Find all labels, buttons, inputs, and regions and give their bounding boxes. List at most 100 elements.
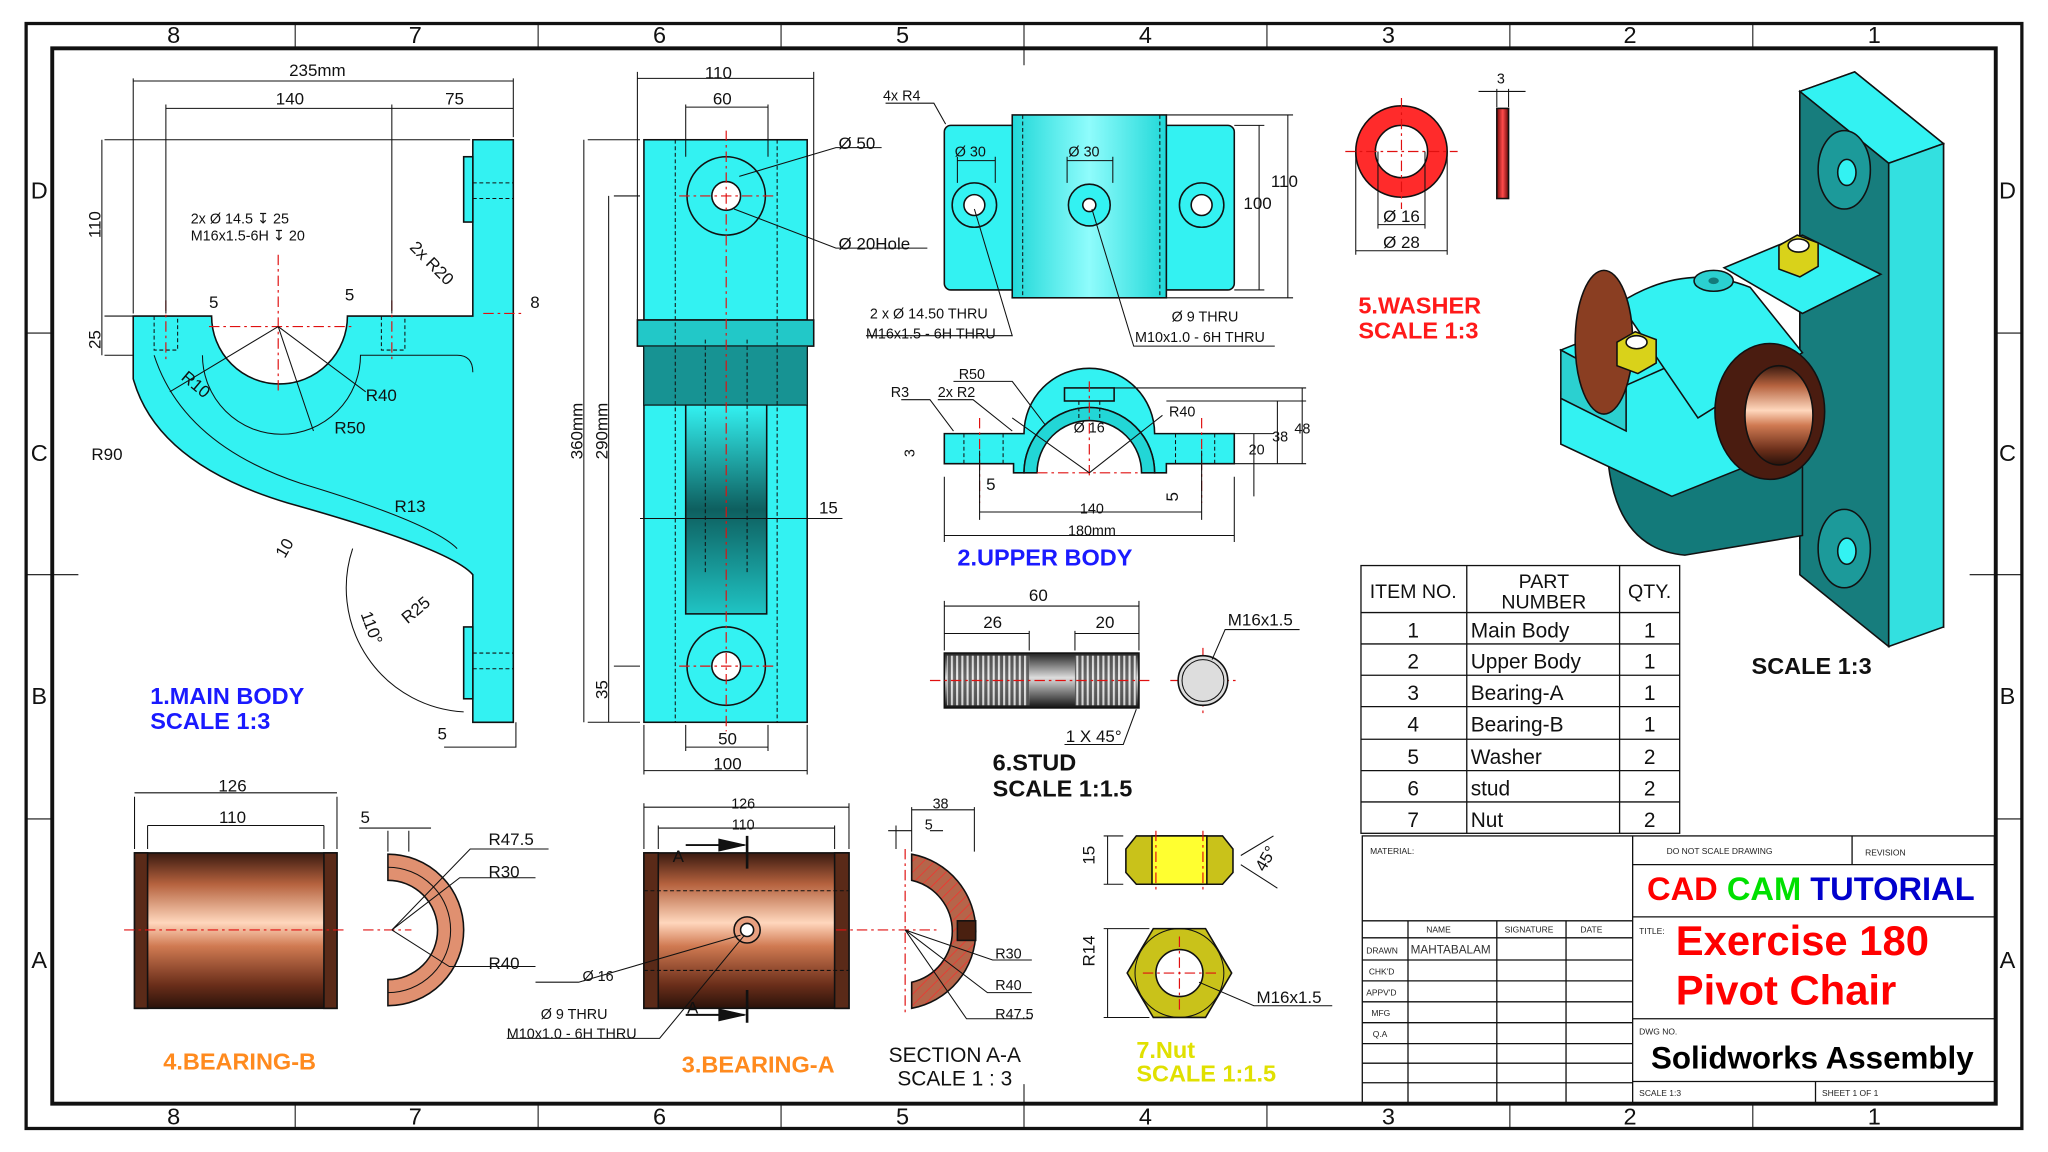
dimension-label: 5	[925, 817, 933, 833]
dwg-no-label: DWG NO.	[1639, 1026, 1677, 1036]
bom-qty: 1	[1644, 713, 1656, 736]
dimension-label: Ø 50	[839, 134, 876, 153]
sheet-number: SHEET 1 OF 1	[1822, 1088, 1879, 1098]
view-scale: SCALE 1:1.5	[1136, 1060, 1276, 1086]
dimension-label: R40	[488, 954, 519, 973]
column-header: DATE	[1580, 925, 1602, 935]
dimension-label: R40	[366, 386, 397, 405]
bom-qty: 1	[1644, 619, 1656, 642]
zone-row-label: C	[1999, 440, 2016, 466]
zone-col-label: 4	[1139, 1104, 1152, 1130]
bom-qty: 1	[1644, 651, 1656, 674]
hole-callout: Ø 9 THRU	[1172, 309, 1239, 325]
dimension-label: 2x R20	[406, 238, 457, 289]
zone-col-label: 1	[1868, 22, 1881, 48]
row-label: Q.A	[1373, 1029, 1388, 1039]
zone-row-label: A	[2000, 947, 2016, 973]
hole-callout: 2x Ø 14.5 ↧ 25	[191, 211, 289, 227]
dimension-label: 15	[819, 498, 838, 517]
dimension-label: 60	[713, 89, 732, 108]
dimension-label: 5	[345, 285, 354, 304]
dimension-label: 10	[272, 535, 298, 561]
dimension-label: 5	[360, 808, 369, 827]
brand-cam: CAM	[1727, 870, 1801, 907]
bom-item: 2	[1407, 651, 1419, 674]
dimension-label: M16x1.5	[1228, 611, 1293, 630]
bom-item: 4	[1407, 713, 1419, 736]
dimension-label: 5	[986, 475, 995, 494]
dimension-label: R47.5	[488, 830, 533, 849]
row-label: APPV'D	[1366, 987, 1396, 997]
zone-col-label: 2	[1624, 22, 1637, 48]
view-scale: SCALE 1:3	[1752, 653, 1872, 679]
dimension-label: Ø 28	[1383, 233, 1420, 252]
zone-col-label: 5	[896, 1104, 909, 1130]
zone-col-label: 4	[1139, 22, 1152, 48]
dimension-label: 75	[445, 89, 464, 108]
zone-col-label: 2	[1624, 1104, 1637, 1130]
dimension-label: R14	[1080, 935, 1099, 966]
dimension-label: 110	[705, 63, 732, 82]
zone-col-label: 8	[167, 22, 180, 48]
zone-row-label: B	[2000, 683, 2016, 709]
bom-header-part: PART	[1519, 571, 1569, 593]
bom-item: 1	[1407, 619, 1419, 642]
bom-part: stud	[1471, 777, 1510, 800]
brand-cad: CAD	[1647, 870, 1718, 907]
bom-header-qty: QTY.	[1628, 581, 1671, 603]
dimension-label: R25	[398, 593, 434, 628]
table-row: 6 stud 2	[1407, 777, 1655, 800]
bom-part: Washer	[1471, 746, 1542, 769]
dimension-label: 5	[1163, 492, 1182, 501]
bom-part: Bearing-B	[1471, 713, 1564, 736]
bom-part: Bearing-A	[1471, 682, 1564, 705]
thread-callout: M10x1.0 - 6H THRU	[507, 1026, 637, 1042]
bearing-a-view: 126 110 A A Ø 16 Ø 9 THRU M10x1.0 - 6H T…	[506, 796, 1034, 1090]
brand-title: CAD CAM TUTORIAL	[1647, 870, 1975, 907]
dimension-label: 26	[983, 613, 1002, 632]
section-scale: SCALE 1 : 3	[897, 1067, 1012, 1090]
dimension-label: Ø 30	[955, 145, 986, 161]
washer-view: 3 Ø 16 Ø 28 5.WASHER SCALE 1:3	[1345, 72, 1526, 343]
view-scale: SCALE 1:1.5	[993, 776, 1133, 802]
table-row: 4 Bearing-B 1	[1407, 713, 1655, 736]
zone-col-label: 1	[1868, 1104, 1881, 1130]
bom-header-item: ITEM NO.	[1370, 581, 1457, 603]
bom-header-part: NUMBER	[1501, 592, 1586, 614]
dimension-label: 126	[218, 777, 246, 796]
dimension-label: 140	[1080, 501, 1104, 517]
dimension-label: R90	[91, 445, 122, 464]
dimension-label: 48	[1294, 422, 1310, 438]
dimension-label: R40	[1169, 405, 1195, 421]
dimension-label: R3	[891, 385, 909, 401]
bom-item: 6	[1407, 777, 1419, 800]
bom-item: 7	[1407, 809, 1419, 832]
dimension-label: Ø 20Hole	[839, 234, 911, 253]
sheet-frame: 8 7 6 5 4 3 2 1 8 7 6 5 4 3 2 1 D C B A …	[24, 21, 2024, 1131]
hole-callout: 2 x Ø 14.50 THRU	[870, 307, 988, 323]
dwg-number: Solidworks Assembly	[1651, 1040, 1974, 1075]
nut-view: 15 45° R14 M16x1.5 7.Nut SCALE 1:1.5	[1080, 830, 1333, 1086]
bom-qty: 2	[1644, 777, 1656, 800]
brand-tutorial: TUTORIAL	[1810, 870, 1974, 907]
sheet-scale: SCALE 1:3	[1639, 1088, 1681, 1098]
dimension-label: R13	[394, 497, 425, 516]
dimension-label: 126	[731, 796, 755, 812]
section-arrow-label: A	[673, 847, 685, 866]
dimension-label: R50	[959, 367, 985, 383]
dimension-label: 100	[713, 754, 741, 773]
dimension-label: 290mm	[592, 403, 611, 460]
dimension-label: 140	[276, 89, 304, 108]
view-title: 4.BEARING-B	[163, 1049, 316, 1075]
view-title: 5.WASHER	[1358, 292, 1481, 318]
row-label: CHK'D	[1369, 966, 1395, 976]
dimension-label: 1 X 45°	[1066, 727, 1122, 746]
dimension-label: M16x1.5	[1256, 988, 1321, 1007]
row-label: MFG	[1371, 1008, 1390, 1018]
